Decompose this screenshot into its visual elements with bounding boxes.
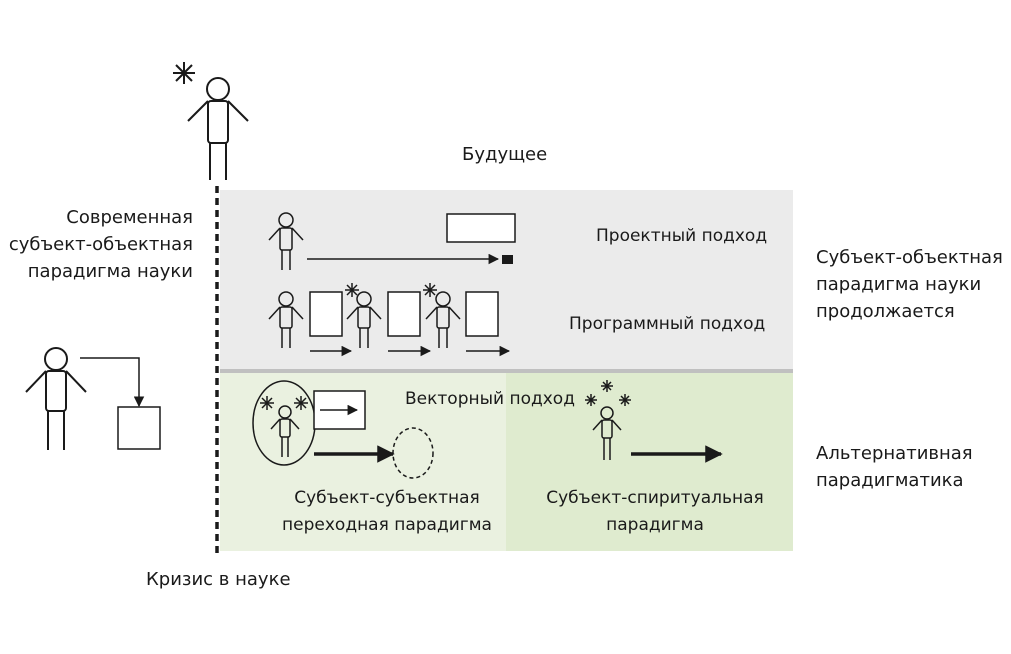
alternative-paradigmatics-label: Альтернативная парадигматика <box>816 443 973 491</box>
future-person-icon <box>187 77 249 180</box>
vector-approach-label: Векторный подход <box>405 389 575 409</box>
program-asterisk-icon-1 <box>345 283 359 297</box>
undefined-goal-ellipse <box>392 427 434 479</box>
program-person-icon-2 <box>346 291 382 348</box>
program-asterisk-icon-2 <box>423 283 437 297</box>
object-box <box>117 406 161 450</box>
modern-paradigm-label: Современная субъект-объектная парадигма … <box>8 207 193 282</box>
spiritual-person-icon <box>592 406 622 460</box>
program-step-box-2 <box>387 291 421 337</box>
subject-spiritual-paradigm-label: Субъект-спиритуальная парадигма <box>546 488 764 535</box>
subject-object-arrow <box>80 357 145 408</box>
subject-person-icon <box>25 347 87 450</box>
crisis-label: Кризис в науке <box>146 569 291 590</box>
project-person-icon <box>268 212 304 270</box>
spiritual-paradigm-zone <box>506 373 793 551</box>
transitional-asterisk-icon-1 <box>260 396 274 410</box>
project-approach-label: Проектный подход <box>596 226 768 246</box>
spiritual-asterisk-icon-3 <box>619 394 631 406</box>
insight-asterisk-icon <box>173 62 195 84</box>
program-person-icon-3 <box>425 291 461 348</box>
future-label: Будущее <box>462 144 548 165</box>
paradigm-continues-label: Субъект-объектная парадигма науки продол… <box>816 247 1003 322</box>
transitional-asterisk-icon-2 <box>294 396 308 410</box>
spiritual-asterisk-icon-1 <box>585 394 597 406</box>
program-step-box-3 <box>465 291 499 337</box>
project-goal-box <box>446 213 516 243</box>
subject-subject-paradigm-label: Субъект-субъектная переходная парадигма <box>282 488 492 535</box>
program-step-box-1 <box>309 291 343 337</box>
transitional-person-icon <box>270 405 300 457</box>
spiritual-asterisk-icon-2 <box>601 380 613 392</box>
program-approach-label: Программный подход <box>569 314 766 334</box>
zone-divider <box>220 369 793 373</box>
program-person-icon-1 <box>268 291 304 348</box>
intersubject-ellipse <box>252 380 316 466</box>
project-result-square <box>502 255 513 264</box>
